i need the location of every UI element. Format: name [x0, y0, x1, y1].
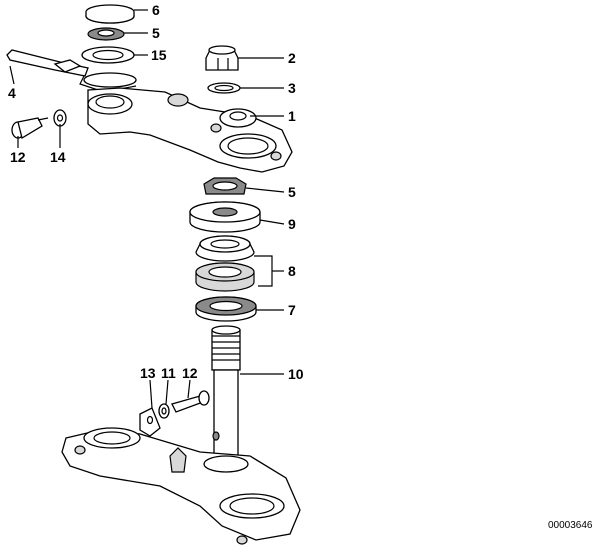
part-12-lower-bolt	[171, 390, 210, 413]
part-15-washer	[81, 46, 135, 64]
part-5-lower-nut	[203, 177, 247, 195]
label-part-4: 4	[8, 85, 16, 101]
part-10-steering-stem	[211, 325, 241, 463]
part-1-upper-fork-bridge	[87, 87, 293, 173]
part-4-lock-lever	[6, 49, 137, 93]
reference-number: 00003646	[548, 520, 593, 531]
label-part-7: 7	[288, 302, 296, 318]
part-11-washer	[158, 403, 170, 419]
label-part-12-upper: 12	[10, 149, 26, 165]
part-3-washer	[207, 82, 241, 94]
label-part-1: 1	[288, 108, 296, 124]
label-part-15: 15	[151, 47, 167, 63]
part-12-upper-bolt	[11, 117, 49, 140]
part-9-dust-cover	[189, 201, 261, 233]
label-part-2: 2	[288, 50, 296, 66]
label-part-11: 11	[161, 365, 176, 381]
label-part-9: 9	[288, 216, 296, 232]
part-5-upper-nut	[87, 27, 125, 41]
label-part-3: 3	[288, 80, 296, 96]
leader-lines	[9, 9, 285, 409]
label-part-6: 6	[152, 2, 160, 18]
part-13-bracket	[139, 407, 161, 437]
label-part-13: 13	[140, 365, 156, 381]
label-part-10: 10	[288, 366, 304, 382]
label-part-14: 14	[50, 149, 66, 165]
part-8-tapered-bearing	[195, 235, 255, 292]
lower-fork-bridge	[61, 427, 301, 545]
part-6-cap	[85, 4, 135, 24]
part-14-washer	[53, 109, 67, 127]
label-part-5-lower: 5	[288, 184, 296, 200]
label-part-8: 8	[288, 263, 296, 279]
part-2-hex-nut	[205, 45, 239, 71]
label-part-5-upper: 5	[152, 25, 160, 41]
part-7-seal-ring	[195, 296, 257, 322]
label-part-12-lower: 12	[182, 365, 198, 381]
